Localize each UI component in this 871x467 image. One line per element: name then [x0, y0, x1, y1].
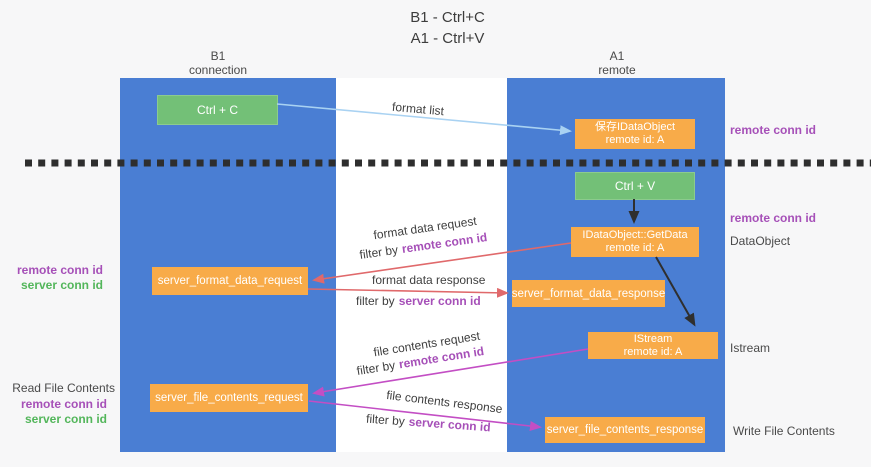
server-conn-id-text: server conn id — [398, 294, 481, 308]
remote-conn-id-label: remote conn id — [20, 397, 107, 411]
left-conn-id-group-1: remote conn id server conn id — [0, 263, 103, 293]
node-server-file-contents-request-label: server_file_contents_request — [155, 392, 303, 404]
title-line-1: B1 - Ctrl+C — [410, 9, 485, 26]
node-istream-line2: remote id: A — [623, 345, 683, 358]
right-remote-conn-id-top: remote conn id — [730, 123, 817, 137]
node-server-file-contents-response-label: server_file_contents_response — [546, 424, 704, 436]
lane-a1-subtitle: remote — [598, 63, 636, 77]
server-conn-id-label: server conn id — [20, 278, 103, 292]
filter-by-text: filter by — [365, 411, 406, 429]
node-save-idataobject-line2: remote id: A — [605, 134, 665, 146]
right-remote-conn-id-mid: remote conn id — [730, 211, 817, 225]
lane-header-b1: B1 connection — [158, 49, 278, 77]
node-ctrl-c: Ctrl + C — [157, 95, 278, 125]
node-server-format-data-response-label: server_format_data_response — [511, 287, 666, 300]
node-save-idataobject-line1: 保存IDataObject — [594, 121, 676, 133]
node-getdata-line2: remote id: A — [605, 242, 665, 254]
istream-label: Istream — [730, 341, 771, 355]
diagram-title: B1 - Ctrl+C A1 - Ctrl+V — [12, 7, 871, 49]
node-ctrl-v: Ctrl + V — [575, 172, 695, 200]
remote-conn-id-label: remote conn id — [16, 263, 103, 277]
node-server-file-contents-request: server_file_contents_request — [150, 384, 308, 412]
node-istream: IStream remote id: A — [588, 332, 718, 359]
node-getdata-line1: IDataObject::GetData — [582, 229, 688, 241]
label-format-data-response: format data response — [372, 273, 486, 287]
node-server-format-data-request-label: server_format_data_request — [157, 275, 303, 287]
node-save-idataobject: 保存IDataObject remote id: A — [575, 119, 695, 149]
node-istream-line1: IStream — [633, 332, 673, 345]
node-ctrl-v-label: Ctrl + V — [614, 179, 656, 193]
node-server-file-contents-response: server_file_contents_response — [545, 417, 705, 443]
dataobject-label: DataObject — [730, 234, 791, 248]
node-idataobject-getdata: IDataObject::GetData remote id: A — [571, 227, 699, 257]
lane-b1-subtitle: connection — [188, 63, 248, 77]
node-ctrl-c-label: Ctrl + C — [196, 103, 238, 117]
read-file-contents-label: Read File Contents — [12, 381, 115, 395]
node-server-format-data-response: server_format_data_response — [512, 280, 665, 307]
filter-by-text: filter by — [356, 294, 395, 308]
lane-header-a1: A1 remote — [557, 49, 677, 77]
left-conn-id-group-2: remote conn id server conn id — [0, 397, 107, 427]
title-line-2: A1 - Ctrl+V — [410, 30, 485, 47]
lane-b1-name: B1 — [210, 49, 226, 63]
node-server-format-data-request: server_format_data_request — [152, 267, 308, 295]
write-file-contents-label: Write File Contents — [733, 424, 835, 438]
lane-a1-name: A1 — [609, 49, 625, 63]
server-conn-id-label: server conn id — [24, 412, 107, 426]
